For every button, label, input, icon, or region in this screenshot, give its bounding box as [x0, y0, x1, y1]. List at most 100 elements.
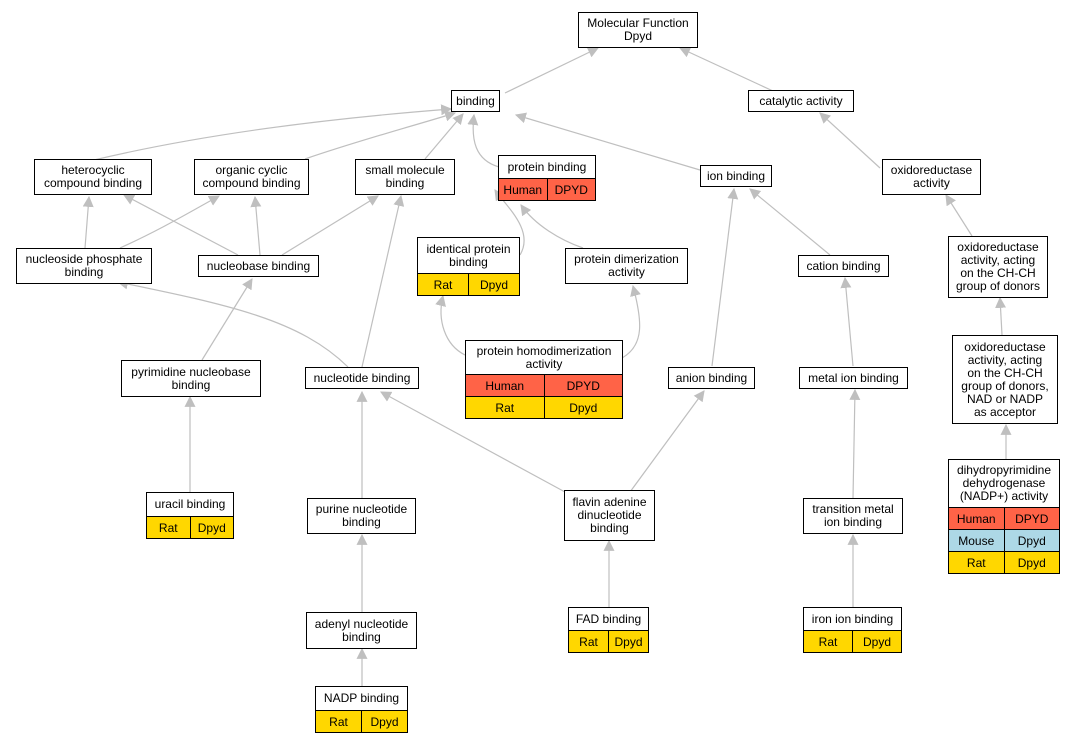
node-anion-binding[interactable]: anion binding [668, 367, 755, 389]
edge-organic-binding [304, 110, 457, 160]
node-nucleotide-binding[interactable]: nucleotide binding [305, 367, 419, 389]
node-oxidoreductase-ch-ch[interactable]: oxidoreductase activity, acting on the C… [948, 236, 1048, 298]
edge-nucleobase-small [281, 195, 379, 256]
node-label: uracil binding [147, 493, 233, 516]
node-label: pyrimidine nucleobase binding [131, 364, 251, 392]
node-label: ion binding [706, 168, 766, 183]
node-label: anion binding [675, 370, 748, 385]
node-label: protein binding [499, 156, 595, 178]
node-organic-cyclic-compound-binding[interactable]: organic cyclic compound binding [194, 159, 309, 195]
annotation-row-rat: Rat Dpyd [316, 710, 407, 732]
edge-oxchch-oxidoreductase [945, 194, 973, 237]
node-label-text: dihydropyrimidine dehydrogenase (NADP+) … [956, 463, 1052, 503]
node-label-text: NADP binding [323, 691, 400, 705]
node-label-text: FAD binding [575, 611, 642, 626]
node-label-text: uracil binding [154, 497, 226, 511]
edge-oxchchnadp-oxchch [995, 296, 1007, 336]
edge-catalytic-root [679, 47, 774, 92]
annotation-row-rat: Rat Dpyd [418, 273, 519, 295]
node-nucleobase-binding[interactable]: nucleobase binding [198, 255, 319, 277]
species-cell: Human [949, 508, 1004, 529]
node-uracil-binding[interactable]: uracil binding Rat Dpyd [146, 492, 234, 539]
node-metal-ion-binding[interactable]: metal ion binding [799, 367, 908, 389]
edge-heterocyclic-binding [93, 104, 453, 161]
gene-cell: DPYD [1003, 508, 1059, 529]
edge-fad-nucleotide [380, 391, 566, 493]
gene-cell: Dpyd [1003, 530, 1059, 551]
species-cell: Rat [316, 711, 361, 732]
node-label: protein homodimerization activity [466, 341, 622, 374]
node-label: small molecule binding [365, 163, 445, 190]
node-protein-dimerization-activity[interactable]: protein dimerization activity [565, 248, 688, 284]
node-label: dihydropyrimidine dehydrogenase (NADP+) … [949, 460, 1059, 507]
node-label-text: iron ion binding [811, 611, 894, 626]
annotation-row-rat: Rat Dpyd [804, 630, 901, 652]
gene-cell: Dpyd [608, 631, 648, 652]
node-identical-protein-binding[interactable]: identical protein binding Rat Dpyd [417, 237, 520, 296]
gene-cell: Dpyd [852, 631, 901, 652]
node-oxidoreductase-nad-nadp[interactable]: oxidoreductase activity, acting on the C… [952, 335, 1058, 424]
node-fad-binding[interactable]: FAD binding Rat Dpyd [568, 607, 649, 653]
node-label: nucleobase binding [206, 258, 311, 273]
node-pyrimidine-nucleobase-binding[interactable]: pyrimidine nucleobase binding [121, 360, 261, 397]
node-label: iron ion binding [804, 608, 901, 630]
species-cell: Human [499, 179, 547, 200]
edge-anion-ion [711, 187, 739, 367]
node-iron-ion-binding[interactable]: iron ion binding Rat Dpyd [803, 607, 902, 653]
node-cation-binding[interactable]: cation binding [798, 255, 889, 277]
edge-nucleobase-heterocyclic [123, 194, 239, 256]
node-heterocyclic-compound-binding[interactable]: heterocyclic compound binding [34, 159, 152, 195]
edge-nucleosidephosphate-heterocyclic [82, 195, 94, 249]
node-adenyl-nucleotide-binding[interactable]: adenyl nucleotide binding [306, 612, 417, 649]
node-molecular-function[interactable]: Molecular Function Dpyd [578, 12, 698, 48]
edge-ion-binding [514, 112, 701, 171]
annotation-row-rat: Rat Dpyd [949, 551, 1059, 573]
node-label: cation binding [806, 258, 881, 273]
node-nucleoside-phosphate-binding[interactable]: nucleoside phosphate binding [16, 248, 152, 284]
node-label: nucleotide binding [313, 370, 411, 385]
node-label: identical protein binding [418, 238, 519, 273]
species-cell: Rat [949, 552, 1004, 573]
node-label: oxidoreductase activity, acting on the C… [955, 240, 1041, 293]
species-cell: Human [466, 375, 544, 396]
annotation-row-rat: Rat Dpyd [466, 396, 622, 418]
node-nadp-binding[interactable]: NADP binding Rat Dpyd [315, 686, 408, 733]
gene-cell: Dpyd [468, 274, 519, 295]
node-protein-homodimerization-activity[interactable]: protein homodimerization activity Human … [465, 340, 623, 419]
node-ion-binding[interactable]: ion binding [700, 165, 772, 187]
node-label: heterocyclic compound binding [43, 163, 143, 190]
species-cell: Mouse [949, 530, 1004, 551]
species-cell: Rat [418, 274, 468, 295]
node-label: adenyl nucleotide binding [314, 616, 409, 644]
edge-cation-ion [749, 188, 831, 256]
node-label: nucleoside phosphate binding [25, 252, 143, 279]
node-dihydropyrimidine-dehydrogenase-activity[interactable]: dihydropyrimidine dehydrogenase (NADP+) … [948, 459, 1060, 574]
edge-protein-binding [467, 113, 500, 168]
node-purine-nucleotide-binding[interactable]: purine nucleotide binding [307, 498, 416, 534]
gene-cell: DPYD [546, 179, 595, 200]
node-protein-binding[interactable]: protein binding Human DPYD [498, 155, 596, 201]
node-label: transition metal ion binding [812, 502, 894, 529]
annotation-row-rat: Rat Dpyd [569, 630, 648, 652]
gene-cell: Dpyd [361, 711, 407, 732]
node-transition-metal-ion-binding[interactable]: transition metal ion binding [803, 498, 903, 534]
node-oxidoreductase-activity[interactable]: oxidoreductase activity [882, 159, 981, 195]
edge-nucleosidephosphate-organic [119, 195, 220, 249]
edge-homodimerization-identical [435, 294, 466, 356]
node-label: NADP binding [316, 687, 407, 710]
node-label: binding [456, 93, 495, 108]
node-binding[interactable]: binding [451, 90, 500, 112]
node-label: catalytic activity [759, 93, 843, 108]
annotation-row-human: Human DPYD [466, 374, 622, 396]
edge-homodimerization-dimerization [621, 284, 641, 359]
node-catalytic-activity[interactable]: catalytic activity [748, 90, 854, 112]
node-small-molecule-binding[interactable]: small molecule binding [355, 159, 455, 195]
node-label: Molecular Function Dpyd [587, 16, 689, 43]
node-flavin-adenine-dinucleotide-binding[interactable]: flavin adenine dinucleotide binding [564, 490, 655, 541]
node-label: FAD binding [569, 608, 648, 630]
species-cell: Rat [569, 631, 608, 652]
node-label: flavin adenine dinucleotide binding [572, 495, 647, 535]
node-label: organic cyclic compound binding [202, 163, 301, 190]
edge-pyrimidine-nucleobase [201, 278, 253, 361]
